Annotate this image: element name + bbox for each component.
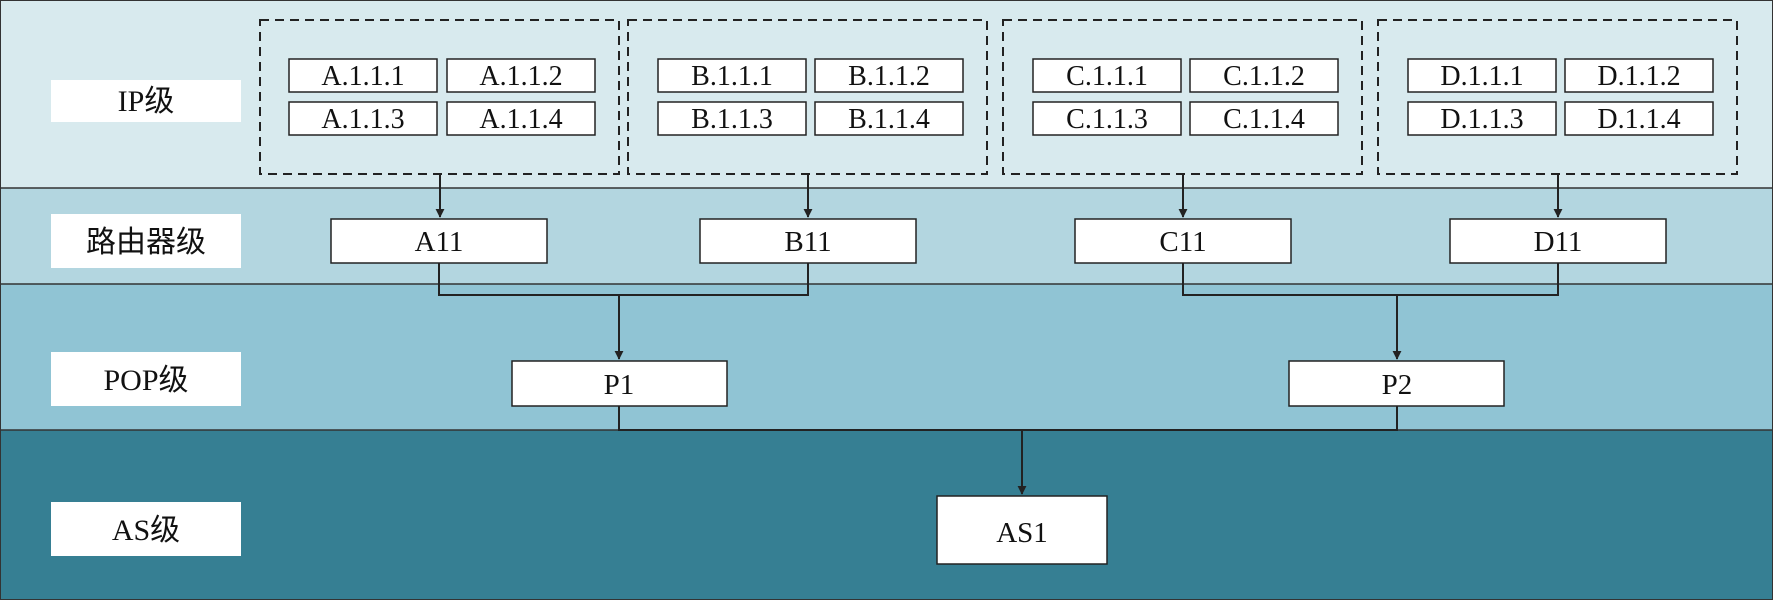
router-label: C11 bbox=[1159, 226, 1206, 258]
ip-address: C.1.1.1 bbox=[1066, 61, 1148, 92]
ip-address-box bbox=[814, 101, 964, 136]
ip-address-box bbox=[288, 58, 438, 93]
band-pop-level bbox=[0, 284, 1773, 430]
ip-address-box bbox=[657, 58, 807, 93]
ip-address-box bbox=[446, 101, 596, 136]
ip-address: B.1.1.4 bbox=[848, 104, 930, 135]
ip-address: B.1.1.2 bbox=[848, 61, 930, 92]
ip-address: B.1.1.3 bbox=[691, 104, 773, 135]
router-label: B11 bbox=[784, 226, 831, 258]
ip-address-box bbox=[1564, 101, 1714, 136]
level-label-as: AS级 bbox=[51, 502, 241, 556]
ip-address-box bbox=[1564, 58, 1714, 93]
level-label-ip-text: IP级 bbox=[118, 85, 175, 118]
router-label: D11 bbox=[1534, 226, 1583, 258]
ip-address: C.1.1.2 bbox=[1223, 61, 1305, 92]
ip-address-box bbox=[1032, 58, 1182, 93]
level-label-pop: POP级 bbox=[51, 352, 241, 406]
ip-address-box bbox=[1189, 58, 1339, 93]
pop-label: P2 bbox=[1382, 369, 1413, 401]
connector-line bbox=[618, 406, 1398, 431]
level-label-pop-text: POP级 bbox=[103, 364, 188, 397]
ip-address: D.1.1.1 bbox=[1440, 61, 1523, 92]
pop-label: P1 bbox=[604, 369, 635, 401]
ip-address-box bbox=[1189, 101, 1339, 136]
ip-address-box bbox=[657, 101, 807, 136]
ip-address: A.1.1.3 bbox=[321, 104, 404, 135]
level-label-router: 路由器级 bbox=[51, 214, 241, 268]
connector-line bbox=[438, 263, 809, 296]
ip-address: C.1.1.3 bbox=[1066, 104, 1148, 135]
ip-address-box bbox=[1407, 101, 1557, 136]
level-label-ip: IP级 bbox=[51, 80, 241, 122]
router-node-b11: B11 bbox=[699, 218, 917, 264]
band-ip-level bbox=[0, 0, 1773, 188]
level-label-as-text: AS级 bbox=[112, 514, 180, 547]
ip-group-c: C.1.1.1 C.1.1.2 C.1.1.3 C.1.1.4 bbox=[1002, 19, 1363, 175]
ip-address-box bbox=[814, 58, 964, 93]
router-label: A11 bbox=[415, 226, 464, 258]
ip-address: D.1.1.4 bbox=[1597, 104, 1680, 135]
router-node-d11: D11 bbox=[1449, 218, 1667, 264]
router-node-a11: A11 bbox=[330, 218, 548, 264]
ip-address-box bbox=[1032, 101, 1182, 136]
ip-address: D.1.1.3 bbox=[1440, 104, 1523, 135]
ip-address-box bbox=[288, 101, 438, 136]
ip-address: C.1.1.4 bbox=[1223, 104, 1305, 135]
ip-address: D.1.1.2 bbox=[1597, 61, 1680, 92]
ip-group-d: D.1.1.1 D.1.1.2 D.1.1.3 D.1.1.4 bbox=[1377, 19, 1738, 175]
ip-address-box bbox=[1407, 58, 1557, 93]
as-node-as1: AS1 bbox=[936, 495, 1108, 565]
pop-node-p2: P2 bbox=[1288, 360, 1505, 407]
router-node-c11: C11 bbox=[1074, 218, 1292, 264]
ip-address-box bbox=[446, 58, 596, 93]
ip-group-a: A.1.1.1 A.1.1.2 A.1.1.3 A.1.1.4 bbox=[259, 19, 620, 175]
ip-address: B.1.1.1 bbox=[691, 61, 773, 92]
connector-line bbox=[1182, 263, 1559, 296]
band-as-level bbox=[0, 430, 1773, 600]
ip-address: A.1.1.4 bbox=[479, 104, 562, 135]
as-label: AS1 bbox=[996, 517, 1048, 549]
pop-node-p1: P1 bbox=[511, 360, 728, 407]
ip-address: A.1.1.2 bbox=[479, 61, 562, 92]
level-label-router-text: 路由器级 bbox=[86, 226, 206, 259]
ip-address: A.1.1.1 bbox=[321, 61, 404, 92]
